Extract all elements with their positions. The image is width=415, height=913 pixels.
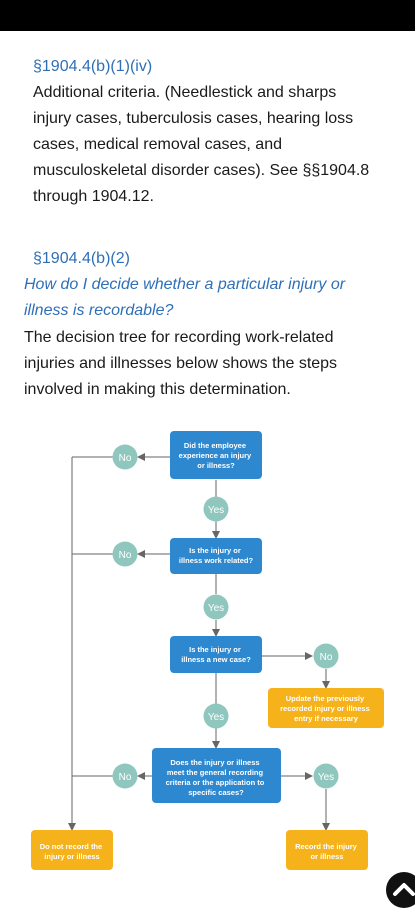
q3-line: illness a new case? (181, 655, 251, 664)
record-box (286, 830, 368, 870)
section-reference-1: §1904.4(b)(1)(iv) (33, 58, 153, 75)
no-label-2: No (119, 550, 132, 561)
no-circle-2 (112, 541, 138, 567)
question-box-1 (170, 431, 262, 479)
text-line: The decision tree for recording work-rel… (24, 329, 334, 346)
no-circle-3 (313, 643, 339, 669)
yes-label-1: Yes (208, 505, 224, 516)
q3-line: Is the injury or (189, 645, 241, 654)
question-box-3 (170, 636, 262, 673)
q1-line: or illness? (197, 461, 235, 470)
record-line: or illness (311, 852, 344, 861)
section-2-question: How do I decide whether a particular inj… (24, 272, 409, 324)
q2-line: illness work related? (179, 556, 254, 565)
text-line: injuries and illnesses below shows the s… (24, 355, 338, 372)
text-line: injury cases, tuberculosis cases, hearin… (33, 110, 354, 127)
update-line: Update the previously (286, 694, 365, 703)
section-1-text: Additional criteria. (Needlestick and sh… (33, 80, 413, 210)
yes-label-3: Yes (208, 712, 224, 723)
update-line: recorded injury or illness (280, 704, 370, 713)
update-line: entry if necessary (294, 714, 359, 723)
question-4-text: Does the injury or illness meet the gene… (166, 758, 267, 797)
decision-tree-flowchart: Did the employee experience an injury or… (31, 431, 384, 870)
record-line: Record the injury (295, 842, 358, 851)
q1-line: experience an injury (179, 451, 252, 460)
question-1-text: Did the employee experience an injury or… (179, 441, 254, 470)
q1-line: Did the employee (184, 441, 246, 450)
yes-label-4: Yes (318, 772, 334, 783)
no-circle-4 (112, 763, 138, 789)
text-line: through 1904.12. (33, 188, 154, 205)
q4-line: criteria or the application to (166, 778, 265, 787)
do-not-record-box (31, 830, 113, 870)
question-line: illness is recordable? (24, 302, 174, 319)
no-circle-1 (112, 444, 138, 470)
no-label-4: No (119, 772, 132, 783)
yes-label-2: Yes (208, 603, 224, 614)
do-not-record-line: injury or illness (44, 852, 99, 861)
scroll-to-top-button[interactable] (386, 872, 415, 908)
chevron-up-icon (393, 883, 415, 896)
yes-circle-4 (313, 763, 339, 789)
section-2-text: The decision tree for recording work-rel… (24, 325, 409, 403)
yes-circle-3 (203, 703, 229, 729)
q4-line: meet the general recording (167, 768, 264, 777)
question-line: How do I decide whether a particular inj… (24, 276, 346, 293)
q4-line: Does the injury or illness (170, 758, 259, 767)
yes-circle-1 (203, 496, 229, 522)
do-not-record-text: Do not record the injury or illness (40, 842, 105, 861)
text-line: musculoskeletal disorder cases). See §§1… (33, 162, 370, 179)
do-not-record-line: Do not record the (40, 842, 103, 851)
yes-circle-2 (203, 594, 229, 620)
record-text: Record the injury or illness (295, 842, 359, 861)
question-2-text: Is the injury or illness work related? (179, 546, 254, 565)
question-3-text: Is the injury or illness a new case? (181, 645, 251, 664)
q4-line: specific cases? (188, 788, 244, 797)
section-reference-2: §1904.4(b)(2) (33, 250, 130, 267)
no-label-1: No (119, 453, 132, 464)
update-entry-text: Update the previously recorded injury or… (280, 694, 372, 723)
status-bar (0, 0, 415, 31)
text-line: cases, medical removal cases, and (33, 136, 282, 153)
no-label-3: No (320, 652, 333, 663)
q2-line: Is the injury or (189, 546, 241, 555)
text-line: Additional criteria. (Needlestick and sh… (33, 84, 337, 101)
question-box-2 (170, 538, 262, 574)
text-line: involved in making this determination. (24, 381, 291, 398)
update-entry-box (268, 688, 384, 728)
question-box-4 (152, 748, 281, 803)
